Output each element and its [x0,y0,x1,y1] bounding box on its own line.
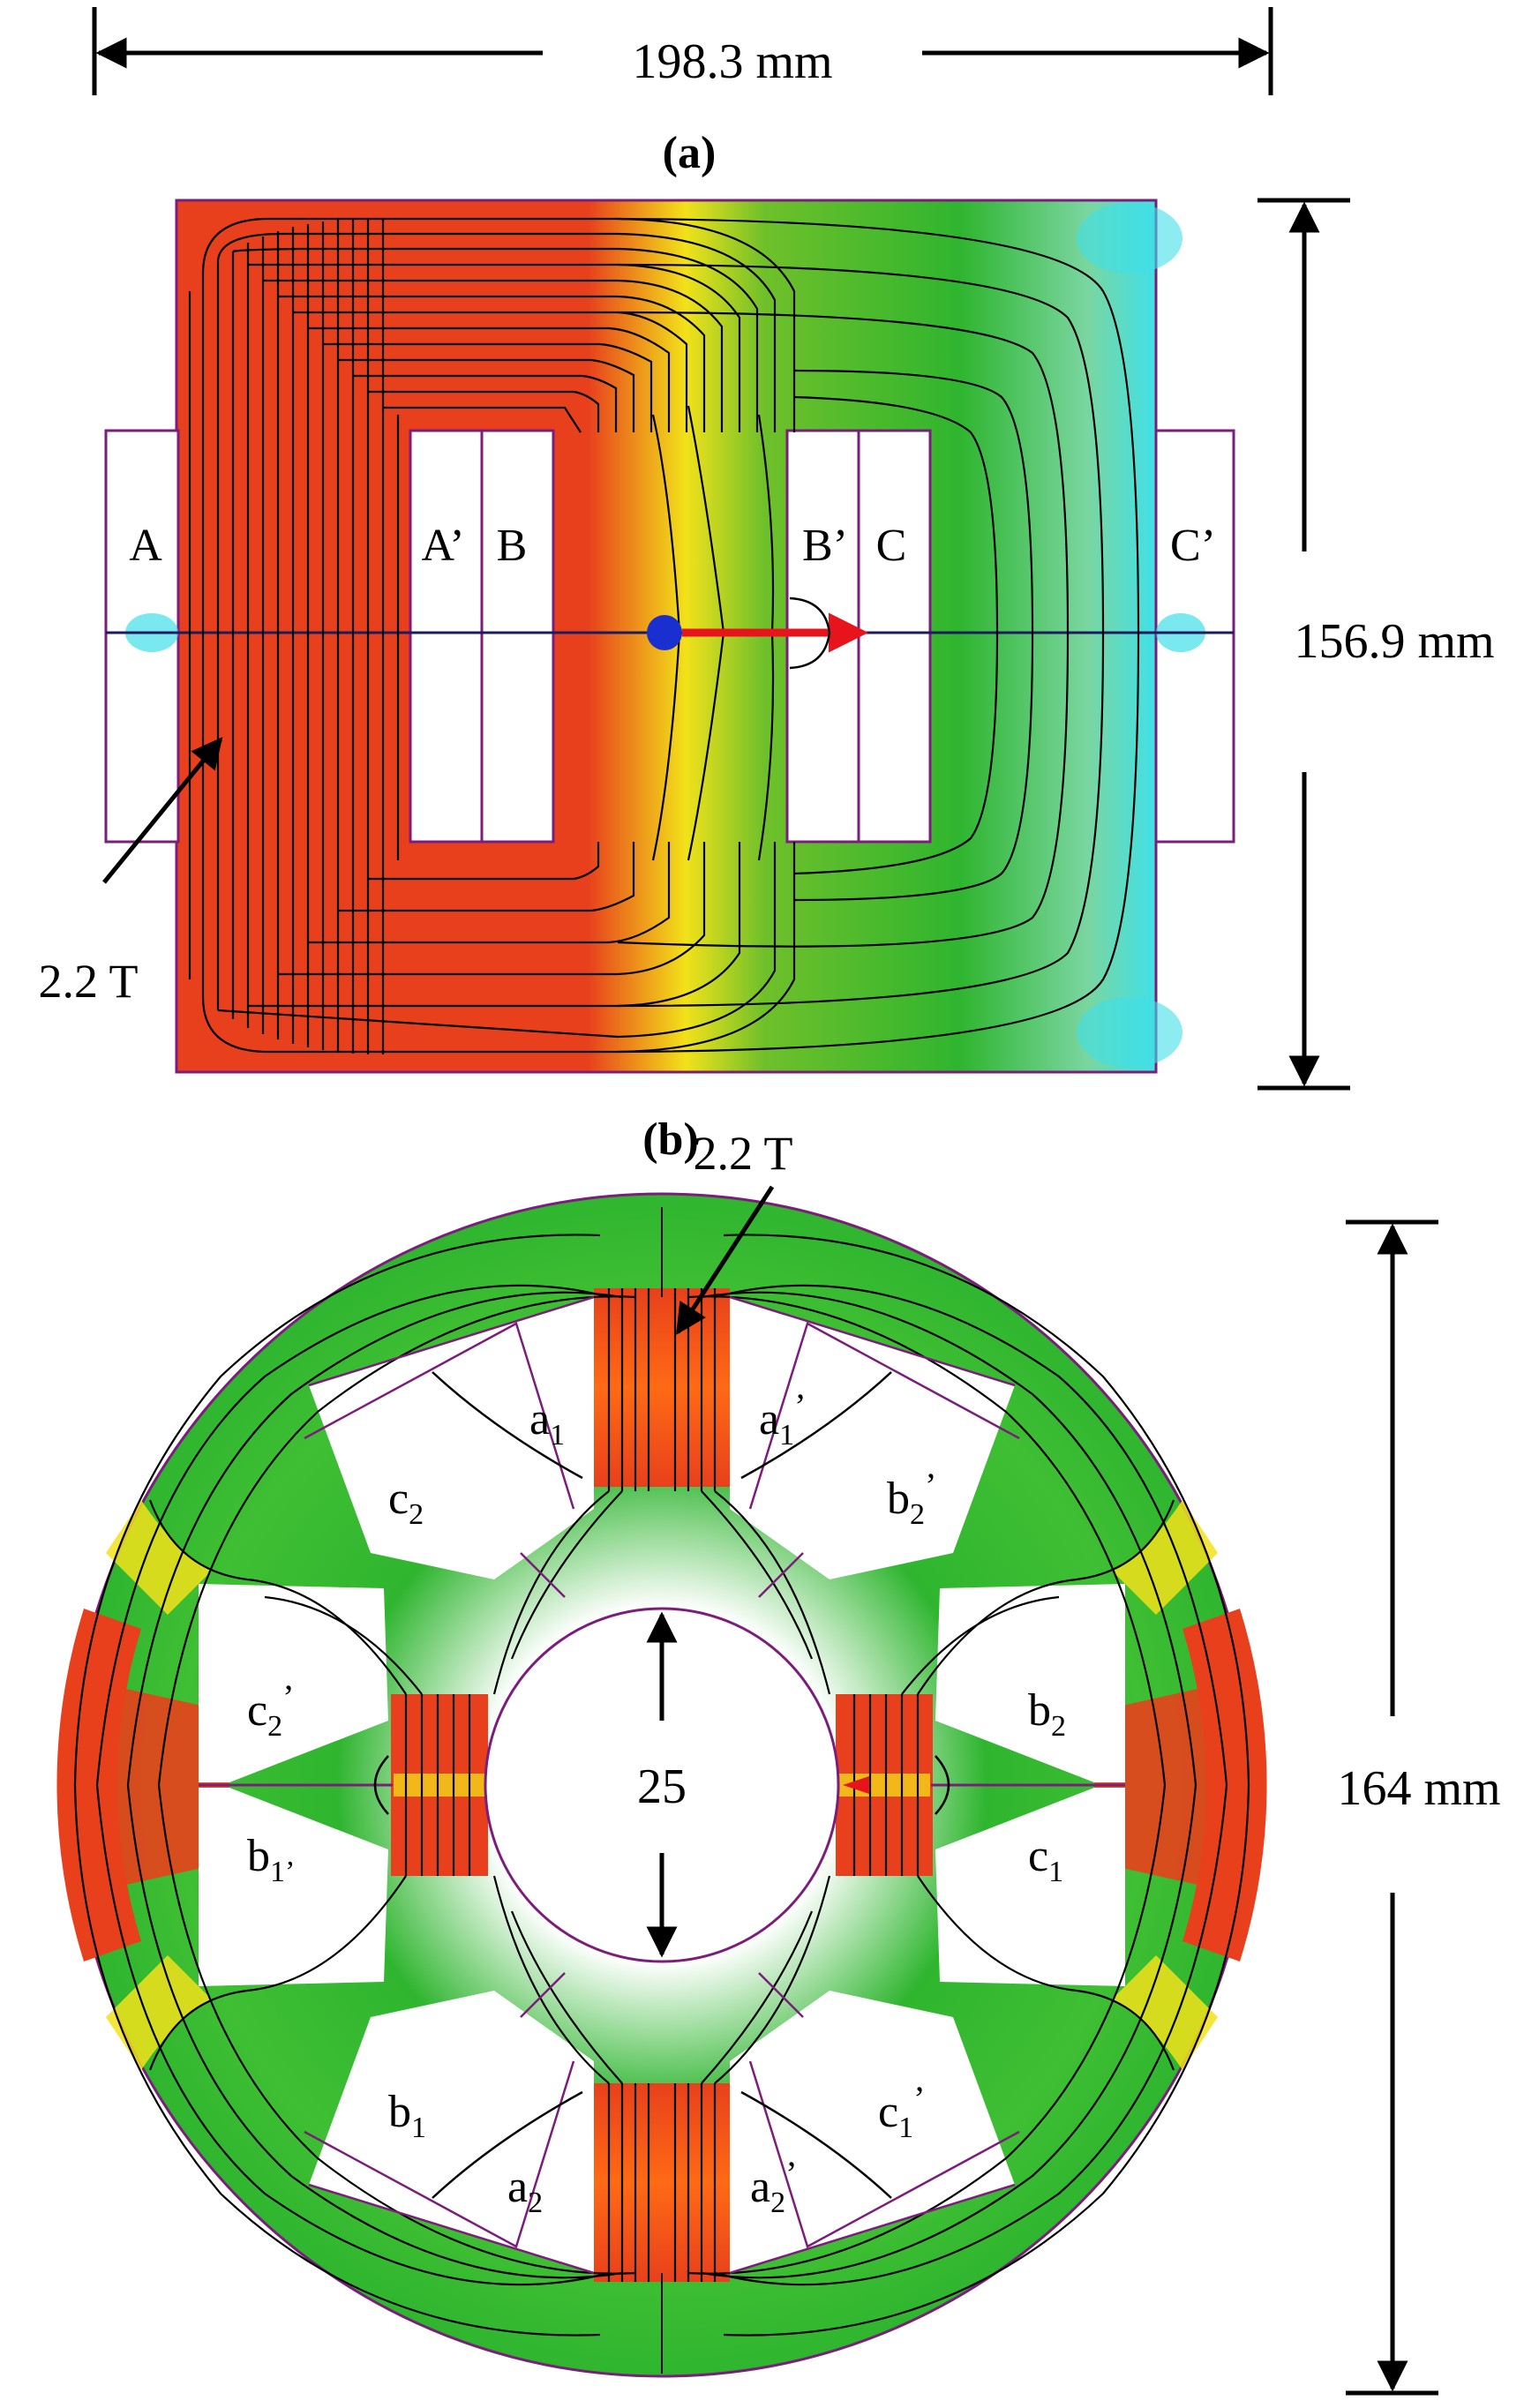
pole-bottom [594,2083,730,2282]
rotor-center-marker [647,615,682,650]
flux-lines-b [73,1234,1250,2337]
panel-b-title: (b) [642,1114,699,1165]
coil-label-a2-prime: a2’ [750,2154,797,2219]
slot-label-A-prime: A’ [421,521,464,571]
coil-label-a1: a1 [529,1394,565,1452]
panel-a: 198.3 mm (a) [38,7,1495,1091]
bore-dimension: 25 [637,1611,687,1958]
slot-region-left-upper [199,1584,388,1782]
height-dim-label-b: 164 mm [1337,1761,1500,1816]
height-dimension-a: 156.9 mm [1257,198,1495,1091]
flux-label-a: 2.2 T [38,955,138,1008]
panel-b: (b) [56,1114,1501,2396]
coil-outlines [304,1295,1020,2275]
coil-label-a2: a2 [507,2162,543,2219]
coil-label-b1: b1 [388,2087,426,2144]
coil-label-b2-prime: b2’ [887,1466,936,1531]
slot-label-A: A [129,521,162,571]
pole-top [594,1288,730,1487]
panel-a-title: (a) [663,128,717,178]
slot-label-C: C [876,521,907,571]
slot-region-right-lower [935,1788,1125,1986]
flux-arrow-a [102,737,223,884]
height-dimension-b: 164 mm [1337,1219,1501,2396]
bore-dim-label: 25 [637,1759,687,1814]
slot-label-B-prime: B’ [802,521,848,571]
rotor-bore [484,1607,840,1963]
panel-a-letter: a [678,128,701,178]
flux-lines-a [188,217,1140,1054]
stator [56,1192,1267,2378]
coil-label-b1-prime: b1’ [247,1831,295,1888]
coil-label-c2-prime: c2’ [247,1677,294,1743]
coil-label-c2: c2 [388,1474,424,1531]
coil-label-b2: b2 [1028,1685,1066,1743]
coil-labels: a1 a1’ c2 b2’ c2’ b2 b1’ c1 b1 c1’ a2 a2… [247,1386,1066,2219]
coil-label-c1-prime: c1’ [878,2079,925,2144]
flux-label-b: 2.2 T [693,1127,792,1180]
panel-b-letter: b [658,1114,684,1165]
coil-label-c1: c1 [1028,1831,1063,1888]
slot-label-C-prime: C’ [1170,521,1216,571]
width-dimension: 198.3 mm [92,7,1273,95]
coil-label-a1-prime: a1’ [759,1386,806,1452]
width-dim-label: 198.3 mm [632,34,832,89]
slot-label-B: B [497,521,528,571]
slot-region-right-upper [935,1584,1125,1782]
slot-region-left-lower [199,1788,388,1986]
flux-arrow-b [675,1185,775,1335]
height-dim-label-a: 156.9 mm [1294,614,1494,669]
